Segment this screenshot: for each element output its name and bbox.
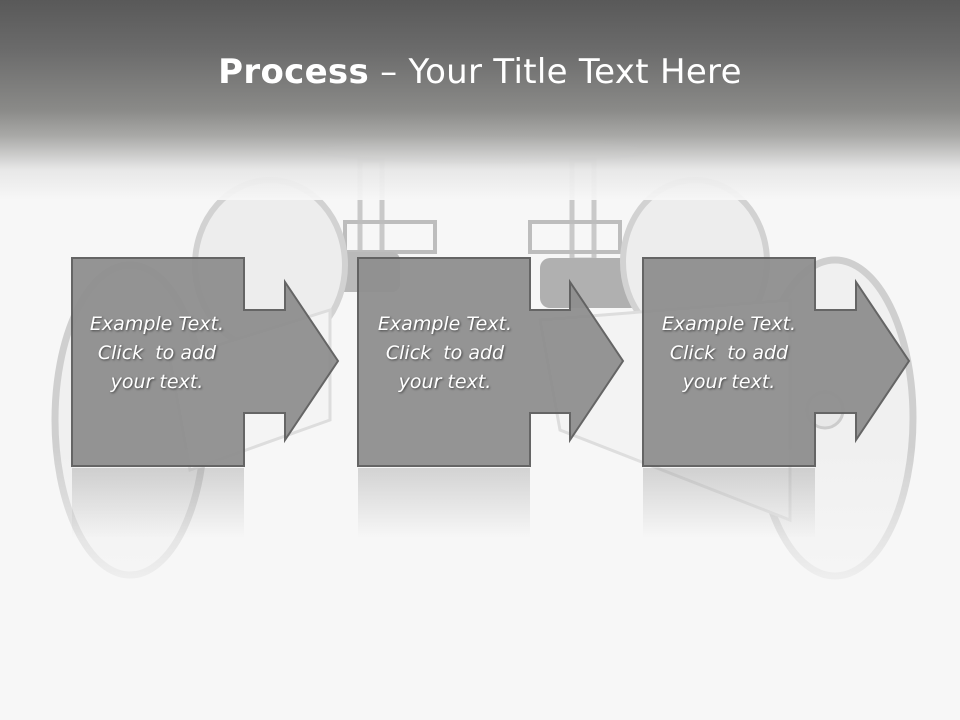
step-1-text[interactable]: Example Text. Click to add your text. bbox=[72, 310, 242, 397]
step-1-arrow-shape[interactable] bbox=[71, 257, 340, 467]
title-rest-part: – Your Title Text Here bbox=[369, 52, 742, 92]
step-2-reflection bbox=[358, 468, 530, 538]
step-2-line-2: Click to add bbox=[385, 342, 505, 364]
page-title[interactable]: Process – Your Title Text Here bbox=[0, 52, 960, 92]
step-3-line-2: Click to add bbox=[669, 342, 789, 364]
title-banner-overlay bbox=[0, 0, 960, 200]
step-2-line-1: Example Text. bbox=[377, 313, 513, 335]
step-3-line-3: your text. bbox=[682, 371, 776, 393]
step-3-arrow-shape[interactable] bbox=[642, 257, 911, 467]
title-bold-part: Process bbox=[218, 52, 370, 92]
step-3-line-1: Example Text. bbox=[661, 313, 797, 335]
step-2-line-3: your text. bbox=[398, 371, 492, 393]
step-1-line-2: Click to add bbox=[97, 342, 217, 364]
step-1-line-3: your text. bbox=[110, 371, 204, 393]
step-2-text[interactable]: Example Text. Click to add your text. bbox=[360, 310, 530, 397]
step-1-reflection bbox=[72, 468, 244, 538]
step-3-text[interactable]: Example Text. Click to add your text. bbox=[644, 310, 814, 397]
step-2-arrow-shape[interactable] bbox=[357, 257, 625, 467]
step-1-line-1: Example Text. bbox=[89, 313, 225, 335]
step-3-reflection bbox=[643, 468, 815, 538]
